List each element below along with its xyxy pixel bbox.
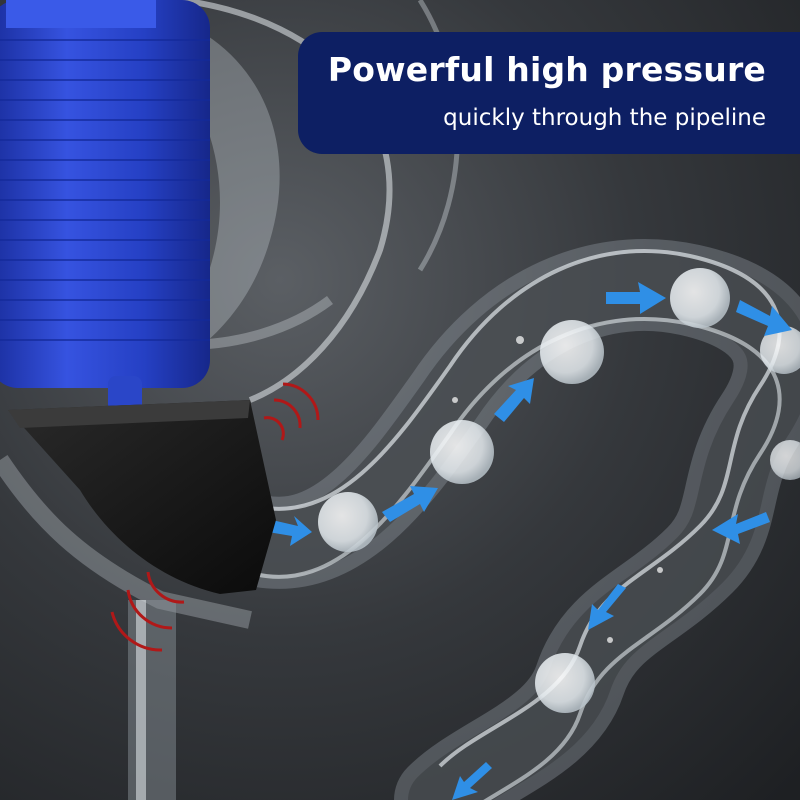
headline-banner: Powerful high pressure quickly through t…: [298, 32, 800, 154]
pressure-wave: [273, 398, 302, 429]
flow-arrow: [452, 762, 492, 800]
air-bubble: [535, 653, 595, 713]
air-bubble: [540, 320, 604, 384]
flow-arrows: [268, 282, 792, 800]
air-bubble: [430, 420, 494, 484]
air-bubble: [318, 492, 378, 552]
banner-title: Powerful high pressure: [327, 50, 766, 89]
flow-arrow: [382, 486, 438, 522]
air-bubble: [760, 326, 800, 374]
pressure-wave: [110, 611, 163, 652]
pressure-waves: [110, 382, 320, 652]
pressure-wave: [282, 382, 320, 421]
air-bubbles: [318, 268, 800, 713]
pressure-wave: [126, 589, 173, 630]
air-bubble: [770, 440, 800, 480]
drain-pipe: [128, 600, 176, 800]
flow-arrow: [494, 378, 534, 422]
flow-arrow: [606, 282, 666, 314]
air-bubble: [670, 268, 730, 328]
flow-arrow: [588, 584, 626, 630]
pressure-wave: [263, 416, 285, 441]
flow-arrow: [712, 512, 770, 544]
banner-subtitle: quickly through the pipeline: [443, 105, 766, 131]
flow-arrow: [268, 516, 312, 546]
flow-arrow: [736, 300, 792, 336]
pressure-wave: [146, 571, 185, 604]
plunger-icon: [0, 0, 276, 594]
